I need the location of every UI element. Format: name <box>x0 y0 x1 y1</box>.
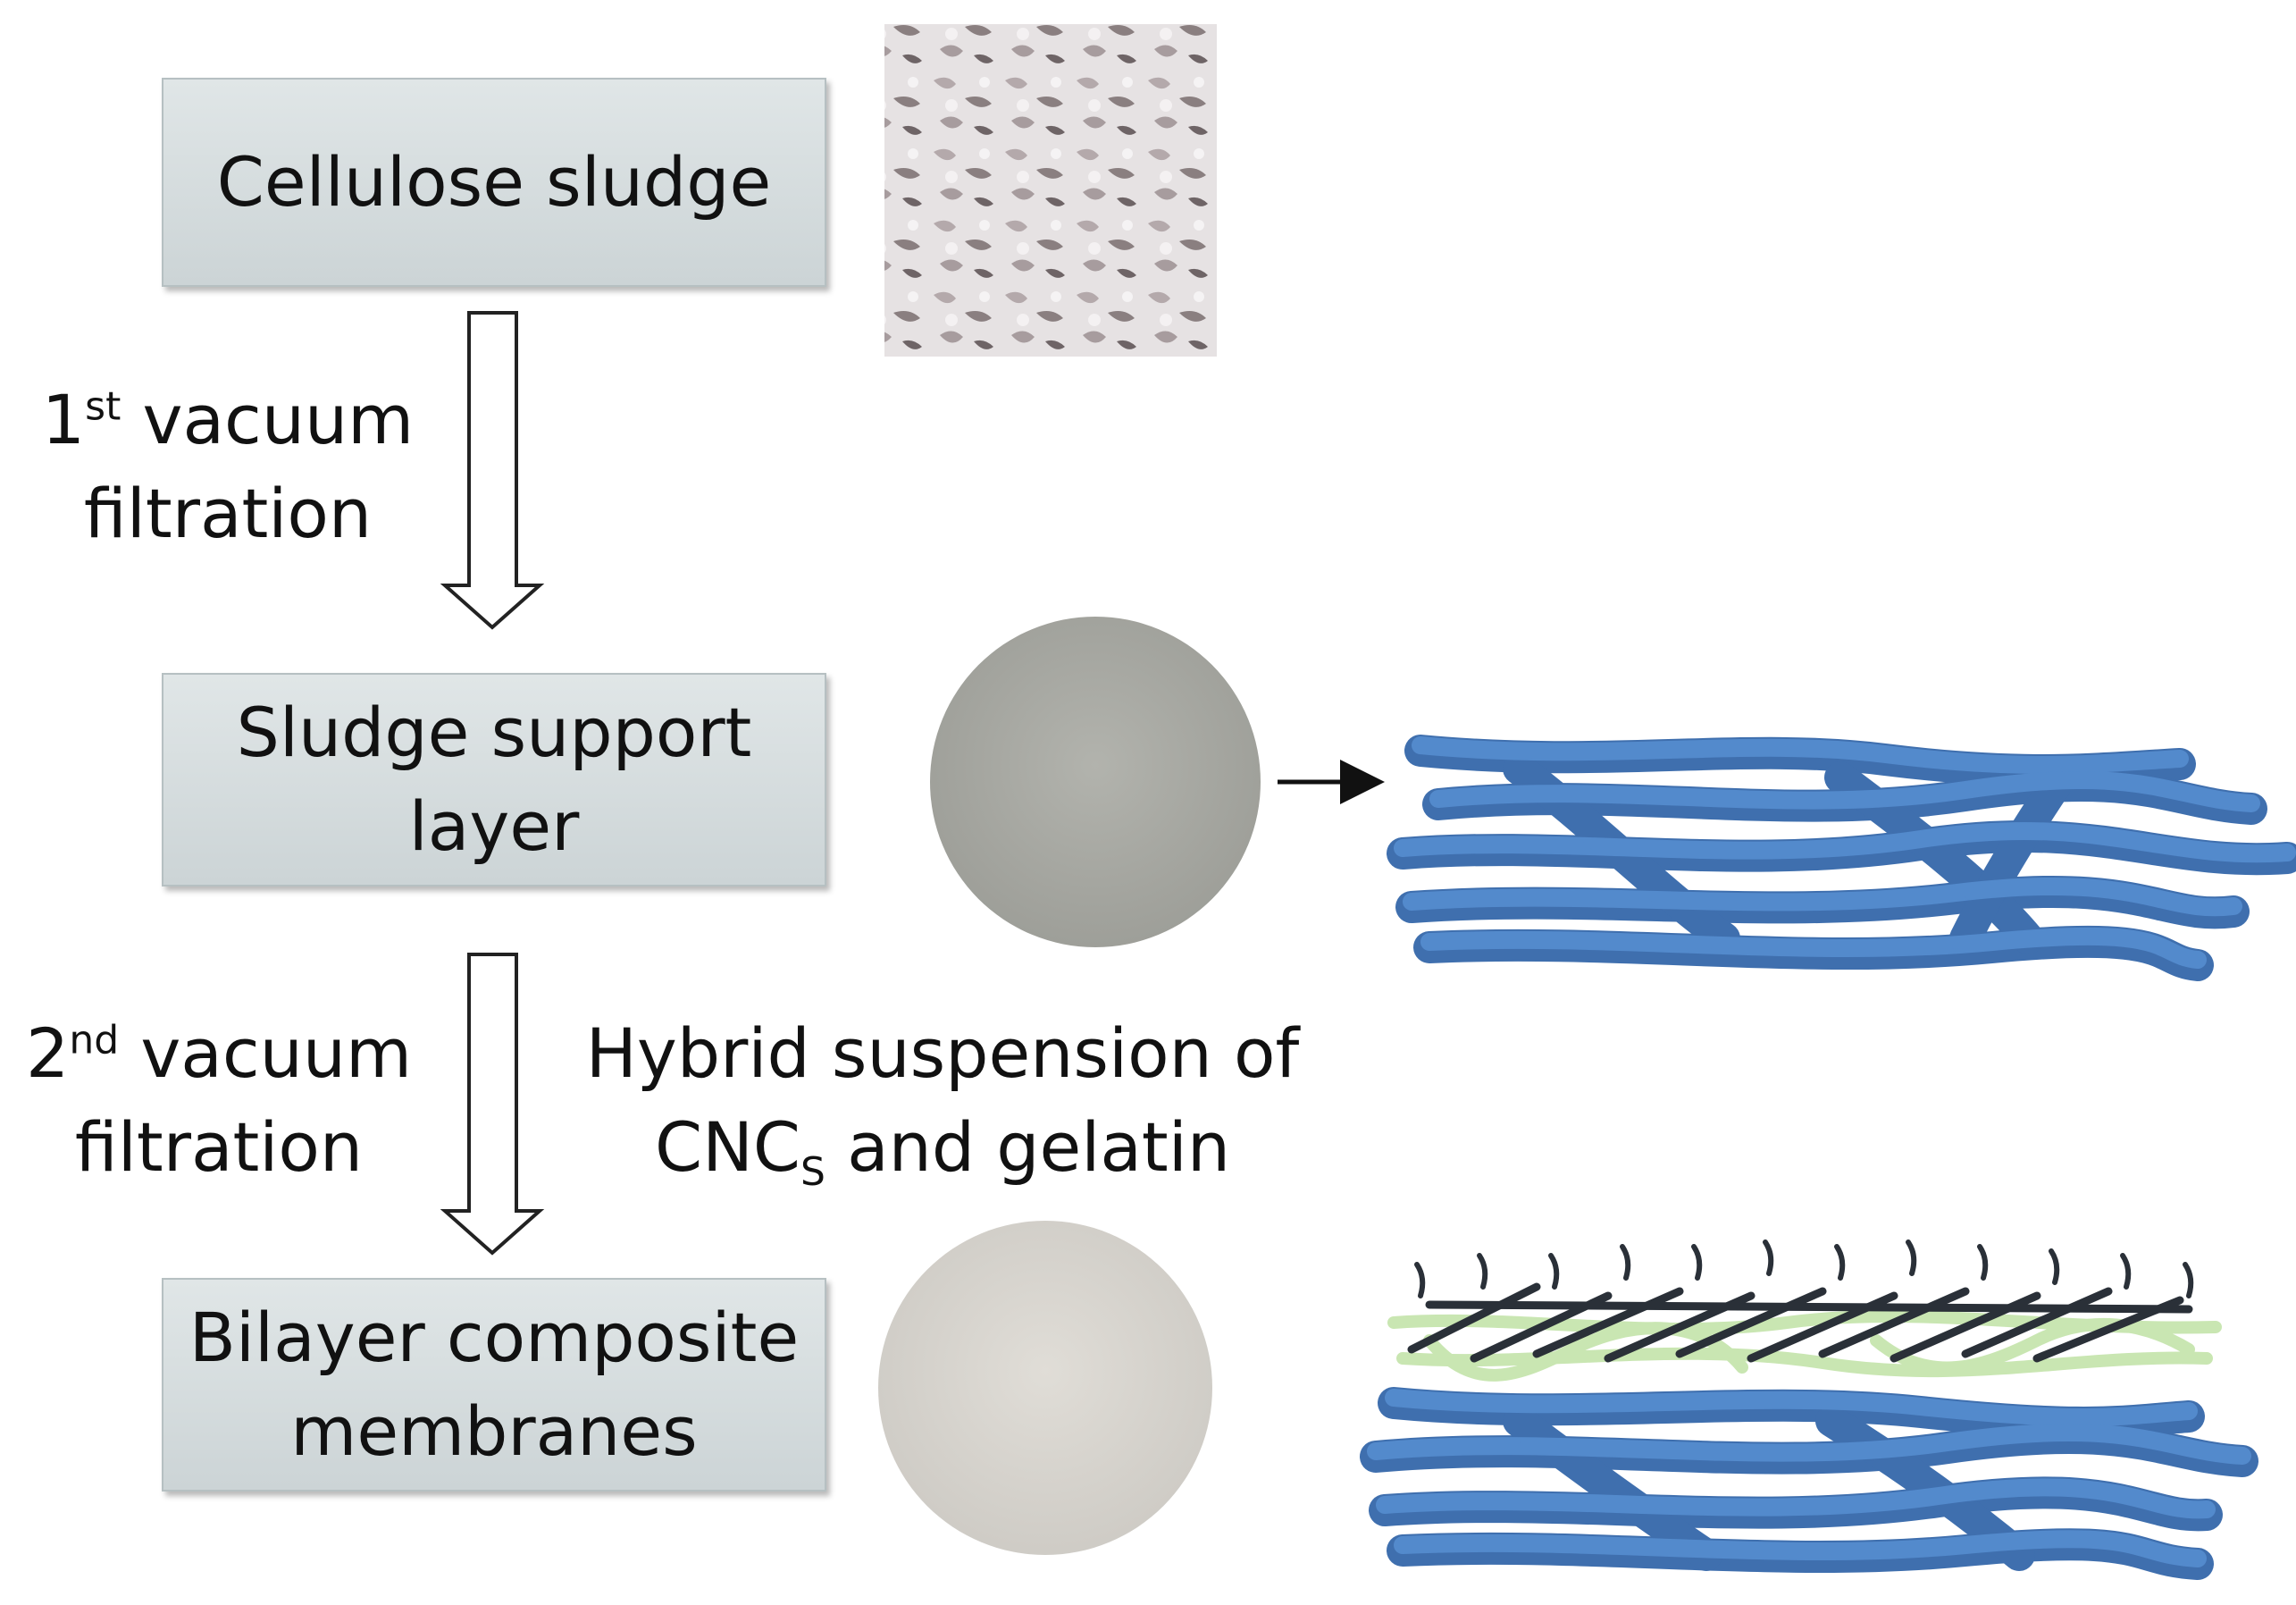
step-label: Cellulose sludge <box>216 141 772 222</box>
hybrid-suspension-label: Hybrid suspension of CNCS and gelatin <box>585 1013 1300 1196</box>
step-label-line1: Bilayer composite <box>189 1297 800 1377</box>
filtration-1-label: 1st vacuum filtration <box>41 380 415 553</box>
support-layer-fibers-illustration <box>1387 735 2296 981</box>
step-label-line1: Sludge support <box>236 692 752 772</box>
cellulose-sludge-photo <box>884 24 1217 357</box>
bilayer-membrane-disc <box>878 1221 1212 1555</box>
down-arrow-2 <box>440 953 545 1256</box>
down-arrow-1 <box>440 311 545 630</box>
step-box-cellulose-sludge: Cellulose sludge <box>162 78 826 287</box>
sludge-support-layer-disc <box>930 617 1261 947</box>
step-label-line2: layer <box>408 786 580 866</box>
step-box-sludge-support-layer: Sludge support layer <box>162 673 826 887</box>
bilayer-fibers-illustration <box>1360 1239 2258 1580</box>
step-label-line2: membranes <box>290 1391 698 1471</box>
step-box-bilayer-composite: Bilayer composite membranes <box>162 1278 826 1492</box>
filtration-2-label: 2nd vacuum filtration <box>25 1013 413 1187</box>
